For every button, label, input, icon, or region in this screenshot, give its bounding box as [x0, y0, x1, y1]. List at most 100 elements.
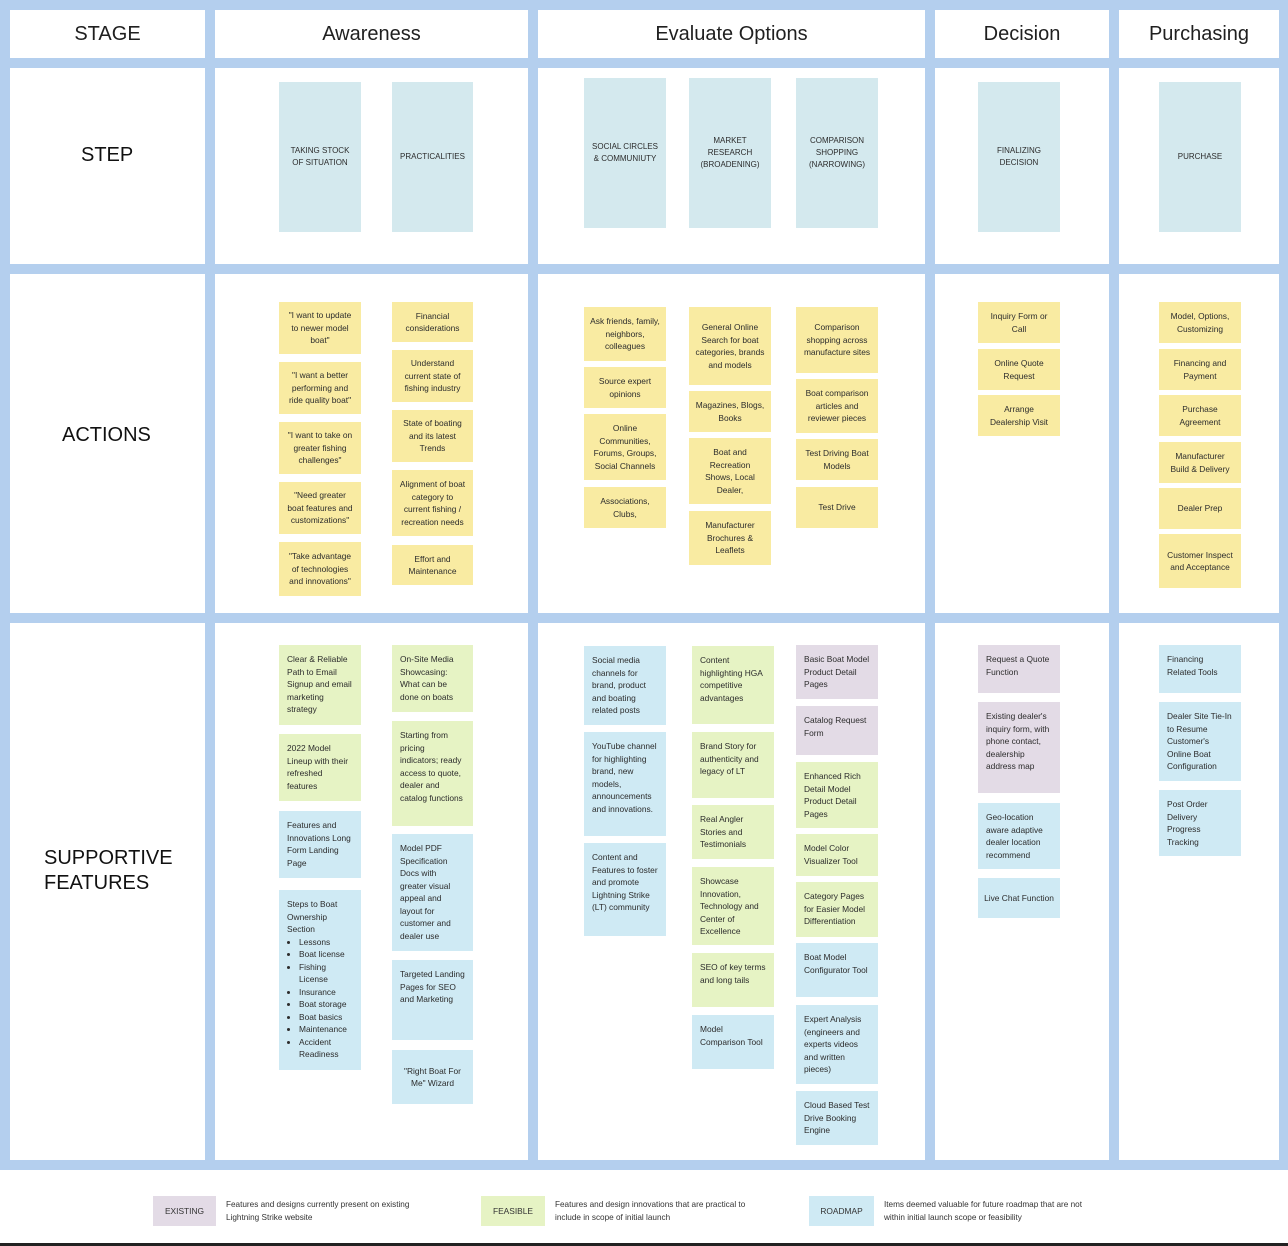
- feature-note-roadmap: Dealer Site Tie-In to Resume Customer's …: [1159, 702, 1241, 781]
- action-note: General Online Search for boat categorie…: [689, 307, 771, 385]
- feature-bullet: Boat basics: [299, 1011, 353, 1024]
- legend-existing-description: Features and designs currently present o…: [226, 1200, 410, 1222]
- feature-note-existing: Request a Quote Function: [978, 645, 1060, 693]
- feature-bullet: Boat license: [299, 948, 353, 961]
- action-note: Arrange Dealership Visit: [978, 395, 1060, 436]
- feature-note-roadmap: Targeted Landing Pages for SEO and Marke…: [392, 960, 473, 1040]
- feature-note-existing: Basic Boat Model Product Detail Pages: [796, 645, 878, 699]
- step-note-market-research: MARKET RESEARCH (BROADENING): [689, 78, 771, 228]
- legend-feasible-swatch: FEASIBLE: [481, 1196, 545, 1226]
- feature-bullet-list: Lessons Boat license Fishing License Ins…: [287, 936, 353, 1061]
- legend-feasible-description: Features and design innovations that are…: [555, 1200, 746, 1222]
- header-decision: Decision: [935, 10, 1109, 58]
- feature-note-roadmap: Steps to Boat Ownership Section Lessons …: [279, 890, 361, 1070]
- action-note: "Take advantage of technologies and inno…: [279, 542, 361, 596]
- action-note: Comparison shopping across manufacture s…: [796, 307, 878, 373]
- features-awareness-cell: [215, 623, 528, 1160]
- action-note: Manufacturer Brochures & Leaflets: [689, 511, 771, 565]
- feature-note-roadmap: Model Comparison Tool: [692, 1015, 774, 1069]
- action-note: Understand current state of fishing indu…: [392, 350, 473, 402]
- actions-awareness-cell: [215, 274, 528, 613]
- header-evaluate-options: Evaluate Options: [538, 10, 925, 58]
- action-note: Dealer Prep: [1159, 488, 1241, 529]
- action-note: Alignment of boat category to current fi…: [392, 470, 473, 536]
- feature-note-roadmap: Social media channels for brand, product…: [584, 646, 666, 725]
- step-note-taking-stock: TAKING STOCK OF SITUATION: [279, 82, 361, 232]
- action-note: Financing and Payment: [1159, 349, 1241, 390]
- action-note: Test Drive: [796, 487, 878, 528]
- action-note: Customer Inspect and Acceptance: [1159, 534, 1241, 588]
- action-note: Online Communities, Forums, Groups, Soci…: [584, 414, 666, 480]
- step-awareness-cell: [215, 68, 528, 264]
- row-label-actions: ACTIONS: [62, 424, 151, 446]
- action-note: Boat comparison articles and reviewer pi…: [796, 379, 878, 433]
- feature-note-feasible: Starting from pricing indicators; ready …: [392, 721, 473, 826]
- step-note-finalizing-decision: FINALIZING DECISION: [978, 82, 1060, 232]
- feature-note-feasible: Enhanced Rich Detail Model Product Detai…: [796, 762, 878, 828]
- feature-note-roadmap: "Right Boat For Me" Wizard: [392, 1050, 473, 1104]
- feature-note-existing: Catalog Request Form: [796, 706, 878, 755]
- feature-note-feasible: 2022 Model Lineup with their refreshed f…: [279, 734, 361, 801]
- feature-note-feasible: Brand Story for authenticity and legacy …: [692, 732, 774, 798]
- action-note: State of boating and its latest Trends: [392, 410, 473, 462]
- feature-note-existing: Existing dealer's inquiry form, with pho…: [978, 702, 1060, 793]
- feature-bullet: Lessons: [299, 936, 353, 949]
- action-note: Purchase Agreement: [1159, 395, 1241, 436]
- action-note: Effort and Maintenance: [392, 545, 473, 585]
- feature-bullet: Insurance: [299, 986, 353, 999]
- action-note: Ask friends, family, neighbors, colleagu…: [584, 307, 666, 361]
- action-note: "I want a better performing and ride qua…: [279, 362, 361, 414]
- feature-note-feasible: Category Pages for Easier Model Differen…: [796, 882, 878, 937]
- legend-roadmap-description: Items deemed valuable for future roadmap…: [884, 1200, 1082, 1222]
- row-label-supportive: SUPPORTIVE: [44, 847, 173, 869]
- feature-note-roadmap: Boat Model Configurator Tool: [796, 943, 878, 997]
- step-label-cell: [10, 68, 205, 264]
- row-label-features: FEATURES: [44, 872, 150, 894]
- action-note: "I want to take on greater fishing chall…: [279, 422, 361, 474]
- feature-note-roadmap: Content and Features to foster and promo…: [584, 843, 666, 936]
- bottom-divider: [0, 1243, 1288, 1246]
- feature-note-roadmap: Post Order Delivery Progress Tracking: [1159, 790, 1241, 856]
- action-note: Test Driving Boat Models: [796, 439, 878, 480]
- action-note: Online Quote Request: [978, 349, 1060, 390]
- action-note: "Need greater boat features and customiz…: [279, 482, 361, 534]
- step-note-practicalities: PRACTICALITIES: [392, 82, 473, 232]
- feature-note-title: Steps to Boat Ownership Section: [287, 899, 338, 934]
- feature-note-feasible: Showcase Innovation, Technology and Cent…: [692, 867, 774, 945]
- action-note: Manufacturer Build & Delivery: [1159, 442, 1241, 483]
- feature-note-roadmap: Model PDF Specification Docs with greate…: [392, 834, 473, 951]
- feature-note-roadmap: Expert Analysis (engineers and experts v…: [796, 1005, 878, 1084]
- action-note: Boat and Recreation Shows, Local Dealer,: [689, 438, 771, 504]
- feature-bullet: Boat storage: [299, 998, 353, 1011]
- header-purchasing: Purchasing: [1119, 10, 1279, 58]
- feature-note-feasible: Model Color Visualizer Tool: [796, 834, 878, 876]
- feature-note-roadmap: Geo-location aware adaptive dealer locat…: [978, 803, 1060, 869]
- feature-note-feasible: On-Site Media Showcasing: What can be do…: [392, 645, 473, 712]
- action-note: Associations, Clubs,: [584, 487, 666, 528]
- feature-note-roadmap: Live Chat Function: [978, 878, 1060, 918]
- feature-note-feasible: Content highlighting HGA competitive adv…: [692, 646, 774, 724]
- feature-note-roadmap: Cloud Based Test Drive Booking Engine: [796, 1091, 878, 1145]
- step-note-social-circles: SOCIAL CIRCLES & COMMUNIUTY: [584, 78, 666, 228]
- feature-note-feasible: Clear & Reliable Path to Email Signup an…: [279, 645, 361, 725]
- feature-note-roadmap: Features and Innovations Long Form Landi…: [279, 811, 361, 878]
- feature-bullet: Maintenance: [299, 1023, 353, 1036]
- features-label-cell: [10, 623, 205, 1160]
- action-note: Model, Options, Customizing: [1159, 302, 1241, 343]
- header-stage: STAGE: [10, 10, 205, 58]
- action-note: "I want to update to newer model boat": [279, 302, 361, 354]
- row-label-step: STEP: [81, 144, 134, 166]
- feature-note-feasible: Real Angler Stories and Testimonials: [692, 805, 774, 859]
- legend-roadmap-swatch: ROADMAP: [809, 1196, 874, 1226]
- header-awareness: Awareness: [215, 10, 528, 58]
- action-note: Source expert opinions: [584, 367, 666, 408]
- action-note: Financial considerations: [392, 302, 473, 342]
- legend-existing-swatch: EXISTING: [153, 1196, 216, 1226]
- feature-note-roadmap: Financing Related Tools: [1159, 645, 1241, 693]
- action-note: Inquiry Form or Call: [978, 302, 1060, 343]
- feature-bullet: Fishing License: [299, 961, 353, 986]
- action-note: Magazines, Blogs, Books: [689, 391, 771, 432]
- actions-label-cell: [10, 274, 205, 613]
- feature-note-roadmap: YouTube channel for highlighting brand, …: [584, 732, 666, 836]
- step-note-comparison-shopping: COMPARISON SHOPPING (NARROWING): [796, 78, 878, 228]
